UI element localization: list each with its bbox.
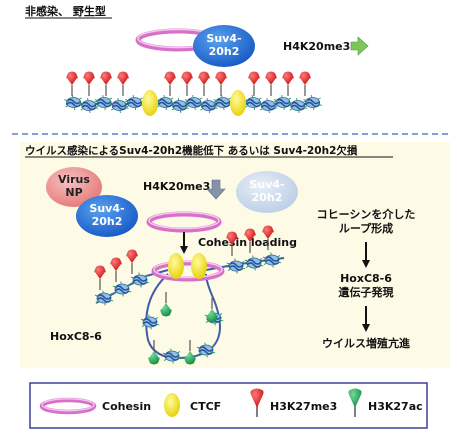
top-increase-arrow-icon [350, 36, 369, 56]
h3k27ac-mark-icon [148, 340, 160, 365]
flow-step-2-line-1: HoxC8-6 [340, 272, 392, 285]
h3k27me3-mark-icon [262, 225, 274, 250]
h3k27me3-mark-icon [100, 71, 112, 96]
legend-cohesin-icon [39, 397, 97, 415]
h3k27me3-mark-icon [181, 71, 193, 96]
legend-ctcf-label: CTCF [190, 400, 221, 413]
nucleosome [273, 94, 293, 111]
h3k27me3-mark-icon [282, 71, 294, 96]
faded-suv-label-2: 20h2 [252, 191, 283, 204]
cohesin-loading-label: Cohesin loading [198, 236, 297, 249]
nucleosome [162, 348, 182, 364]
h3k27me3-mark-icon [215, 71, 227, 96]
ctcf-protein [230, 90, 246, 116]
legend-h3k27ac-icon [348, 388, 362, 417]
nucleosome [196, 342, 216, 358]
ctcf-protein [191, 253, 207, 279]
nucleosome [130, 272, 150, 288]
nucleosome [79, 97, 99, 114]
h3k27me3-mark-icon [126, 249, 138, 274]
ctcf-protein [142, 90, 158, 116]
loading-cohesin-ring [146, 211, 222, 233]
h3k27ac-mark-icon [206, 298, 218, 323]
nucleosome [109, 97, 129, 114]
top-chromatin-fiber [64, 71, 322, 116]
nucleosome [112, 281, 132, 297]
top-h4k20me3-label: H4K20me3 [283, 40, 350, 53]
anchored-cohesin-ring [151, 260, 225, 282]
h3k27me3-mark-icon [94, 265, 106, 290]
nucleosome [303, 94, 322, 111]
bottom-decrease-arrow-icon [206, 179, 226, 200]
bottom-suv-label-1: Suv4- [89, 202, 124, 215]
legend-cohesin-label: Cohesin [102, 400, 151, 413]
h3k27me3-mark-icon [198, 71, 210, 96]
bottom-h4k20me3-label: H4K20me3 [143, 180, 210, 193]
nucleosome [155, 94, 175, 111]
mechanism-flow: コヒーシンを介した ループ形成 HoxC8-6 遺伝子発現 ウイルス増殖亢進 [317, 207, 416, 350]
nucleosome [288, 97, 308, 114]
bottom-suv-label-2: 20h2 [92, 215, 123, 228]
h3k27me3-mark-icon [226, 231, 238, 256]
bottom-suv4-20h2-enzyme: Suv4- 20h2 [76, 195, 138, 237]
h3k27me3-mark-icon [164, 71, 176, 96]
h3k27me3-mark-icon [117, 71, 129, 96]
nucleosome [262, 252, 282, 268]
virus-np-label-1: Virus [58, 173, 90, 186]
h3k27me3-mark-icon [299, 71, 311, 96]
top-suv-label-2: 20h2 [209, 45, 240, 58]
h3k27me3-mark-icon [248, 71, 260, 96]
h3k27ac-mark-icon [184, 340, 196, 365]
legend-h3k27me3-icon [250, 388, 264, 417]
legend-ctcf-icon [164, 393, 180, 417]
flow-step-3: ウイルス増殖亢進 [322, 336, 411, 350]
nucleosome [125, 94, 144, 111]
nucleosome [140, 314, 160, 330]
top-suv4-20h2-enzyme: Suv4- 20h2 [193, 25, 255, 67]
nucleosome [199, 97, 218, 114]
h3k27me3-mark-icon [265, 71, 277, 96]
ctcf-protein [168, 253, 184, 279]
bottom-suv4-20h2-faded: Suv4- 20h2 [236, 171, 298, 213]
nucleosome [213, 94, 233, 111]
h3k27me3-mark-icon [110, 257, 122, 282]
top-panel-title: 非感染、 野生型 [25, 4, 106, 18]
h3k27ac-mark-icon [160, 292, 172, 317]
virus-np-label-2: NP [65, 186, 82, 199]
nucleosome [94, 94, 114, 111]
virus-np: Virus NP [46, 167, 102, 207]
nucleosome [244, 94, 263, 111]
nucleosome [184, 94, 204, 111]
flow-step-2-line-2: 遺伝子発現 [338, 285, 394, 299]
nucleosome [244, 255, 264, 271]
bottom-panel-title: ウイルス感染によるSuv4-20h2機能低下 あるいは Suv4-20h2欠損 [25, 144, 358, 157]
flow-step-1-line-1: コヒーシンを介した [317, 207, 416, 221]
h3k27me3-mark-icon [66, 71, 78, 96]
nucleosome [226, 258, 246, 274]
flow-step-1-line-2: ループ形成 [339, 221, 393, 235]
h3k27me3-mark-icon [244, 228, 256, 253]
legend-h3k27ac-label: H3K27ac [368, 400, 423, 413]
nucleosome [258, 97, 278, 114]
legend-h3k27me3-label: H3K27me3 [270, 400, 337, 413]
hoxc8-6-locus-label: HoxC8-6 [50, 330, 102, 343]
nucleosome [94, 290, 114, 306]
h3k27me3-mark-icon [83, 71, 95, 96]
faded-suv-label-1: Suv4- [249, 178, 284, 191]
bottom-chromatin-fiber [94, 225, 285, 365]
top-suv-label-1: Suv4- [206, 32, 241, 45]
